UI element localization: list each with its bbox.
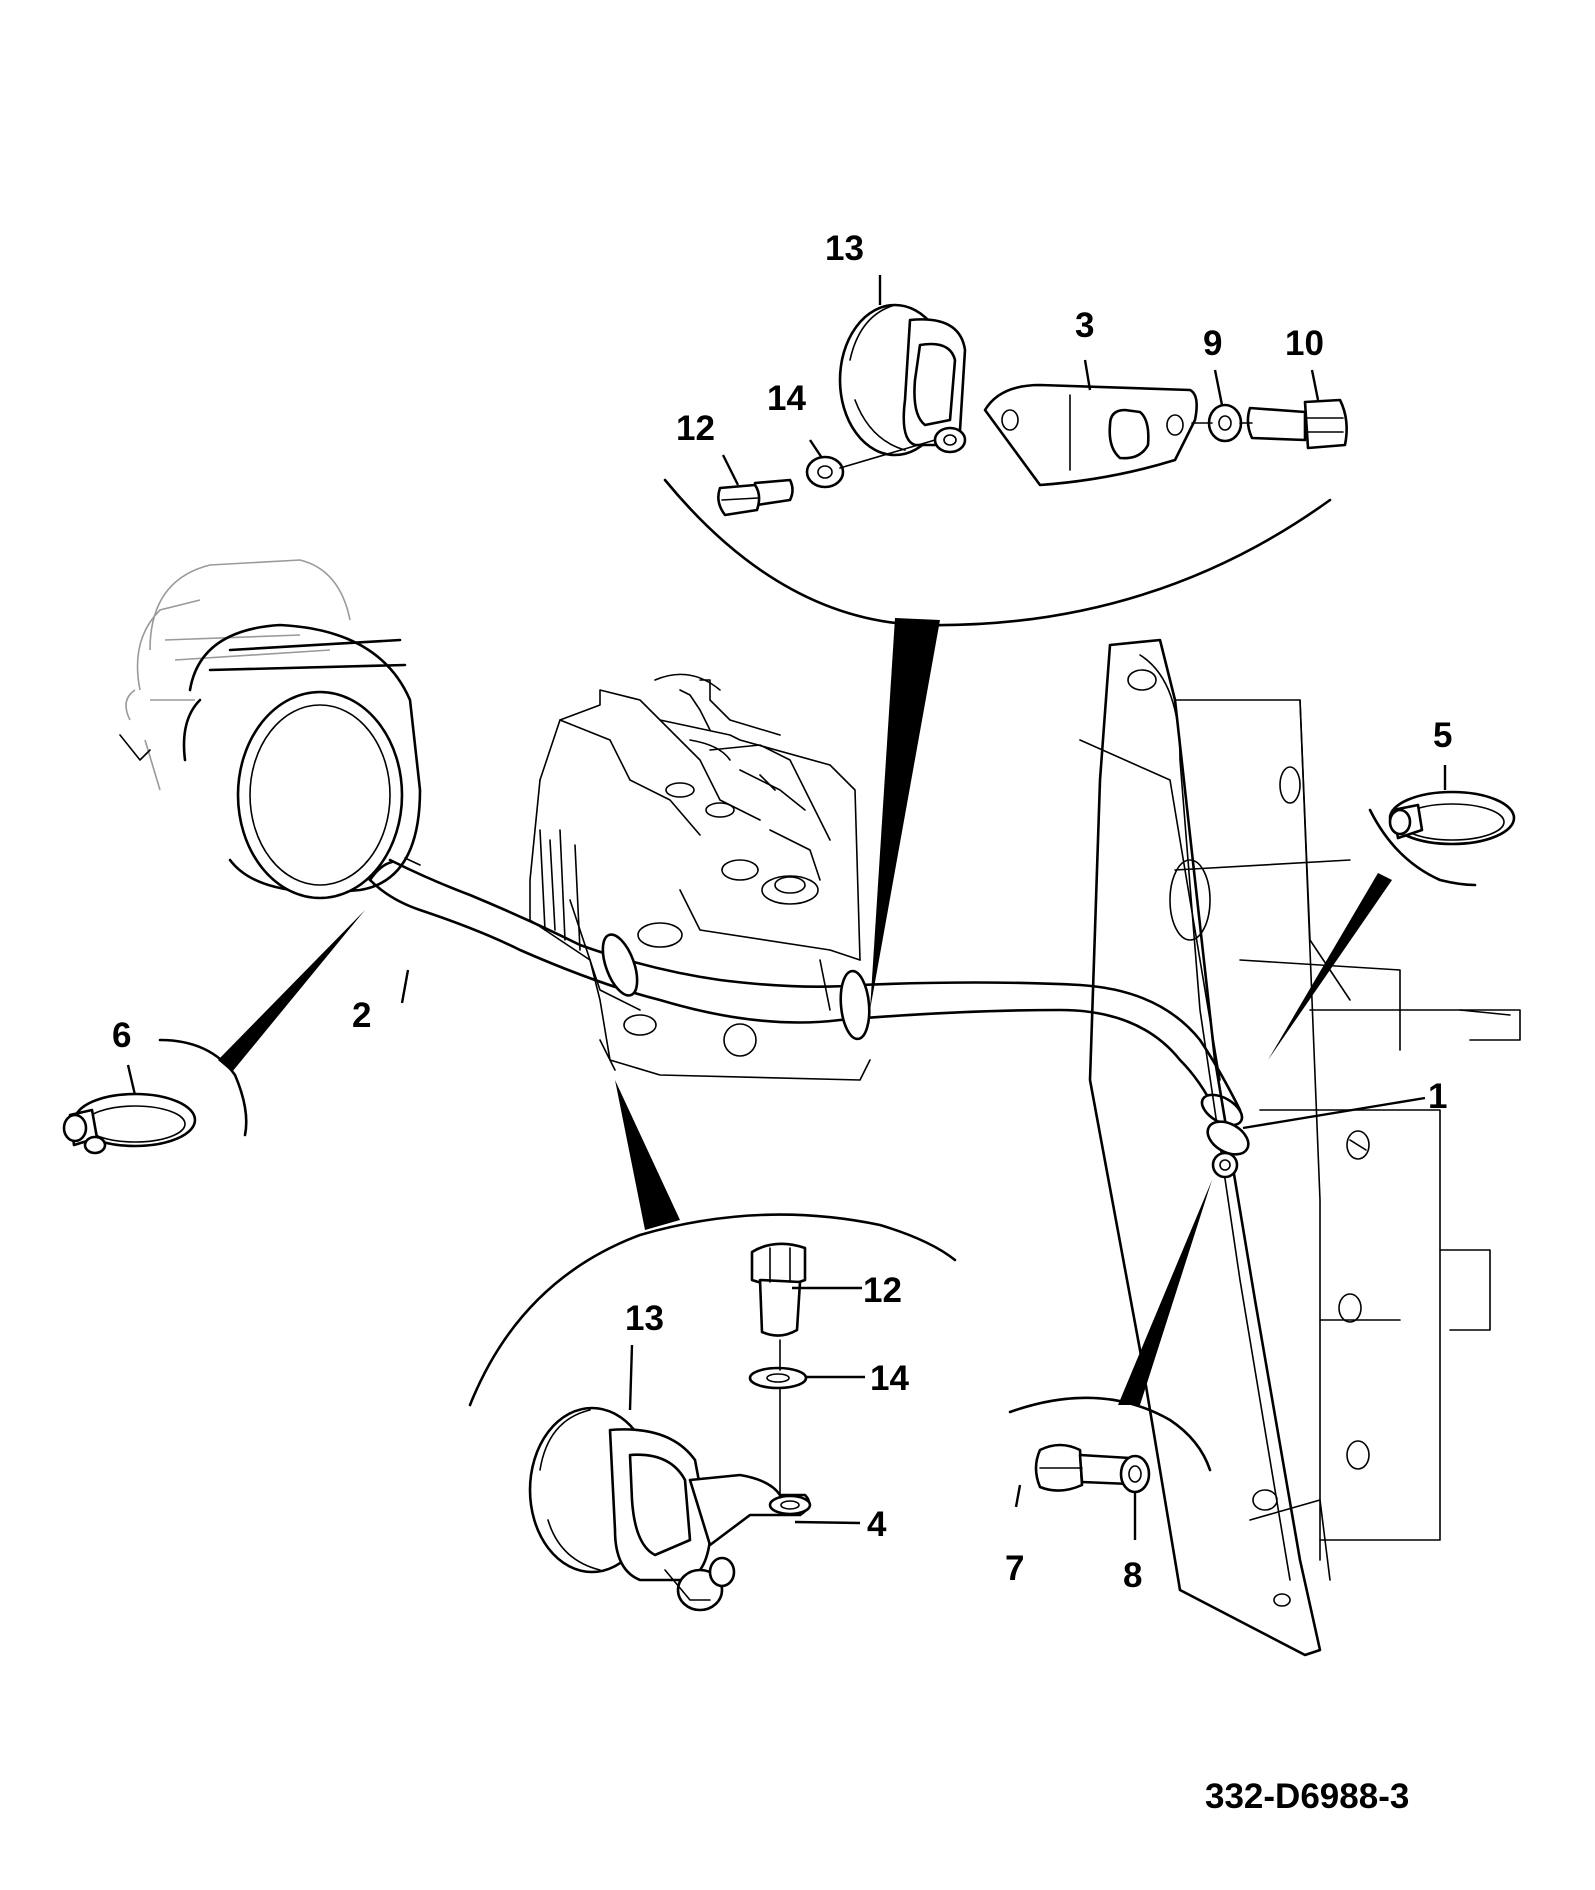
p-clamp-top (838, 303, 967, 457)
hose-end-clamp (1206, 1120, 1250, 1179)
callout-1: 1 (1428, 1077, 1447, 1116)
detail-bottom (468, 1080, 957, 1612)
callout-13-bottom: 13 (625, 1299, 664, 1338)
callout-14-top: 14 (767, 379, 806, 418)
drawing-number: 332-D6988-3 (1205, 1777, 1409, 1816)
detail-clamp-6 (62, 910, 365, 1155)
hose-clamp-6 (62, 1092, 197, 1155)
callout-4: 4 (867, 1505, 887, 1544)
detail-bolt-washer (1008, 1180, 1212, 1494)
callout-3: 3 (1075, 306, 1094, 345)
callout-2: 2 (352, 996, 371, 1035)
bracket (983, 383, 1198, 487)
hose (368, 857, 1244, 1127)
leader-lines (126, 275, 1447, 1540)
callout-13-top: 13 (825, 229, 864, 268)
callout-7: 7 (1005, 1549, 1024, 1588)
air-cleaner (119, 559, 422, 900)
washer-14-bottom (748, 1366, 808, 1390)
engine (529, 673, 871, 1081)
callout-12-top: 12 (676, 409, 715, 448)
hose-clamp-5 (1388, 790, 1516, 846)
bolt-10 (1246, 398, 1348, 450)
detail-top (663, 303, 1348, 1010)
bolt-7 (1034, 1443, 1136, 1492)
bolt-12-bottom (750, 1242, 807, 1337)
washer-14-top (805, 455, 845, 489)
washer-8 (1119, 1454, 1151, 1494)
callout-12-bottom: 12 (863, 1271, 902, 1310)
p-clamp-bottom (528, 1406, 812, 1612)
callouts: 1 2 3 4 5 6 7 8 9 10 12 13 14 12 13 14 (112, 229, 1452, 1595)
detail-clamp-5 (1268, 790, 1516, 1060)
callout-6: 6 (112, 1016, 131, 1055)
callout-14-bottom: 14 (870, 1359, 909, 1398)
callout-9: 9 (1203, 324, 1222, 363)
bolt-12-top (717, 478, 794, 517)
callout-10: 10 (1285, 324, 1324, 363)
callout-5: 5 (1433, 716, 1452, 755)
washer-9 (1207, 403, 1243, 443)
callout-8: 8 (1123, 1556, 1142, 1595)
